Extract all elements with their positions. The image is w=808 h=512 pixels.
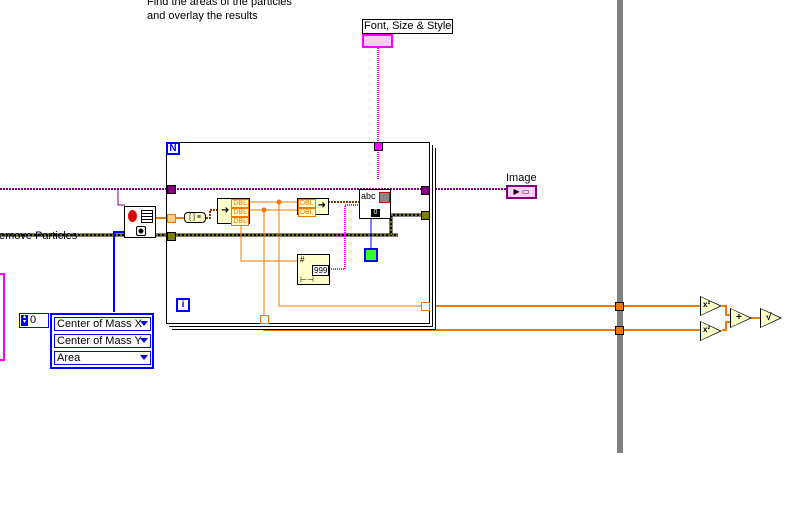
dropdown-arrow-icon: [140, 321, 148, 326]
particle-tunnel-out: [421, 211, 430, 220]
comment-line-2: and overlay the results: [147, 10, 258, 22]
measurement-ring-3[interactable]: Area: [54, 351, 151, 365]
dbl-input-2: DBL: [298, 208, 316, 217]
measurement-array[interactable]: Center of Mass X Center of Mass Y Area: [50, 313, 154, 369]
sequence-tunnel-1: [615, 302, 624, 311]
number-to-string-node[interactable]: # 999 ⊢⊣: [297, 254, 330, 285]
overlay-text-node[interactable]: abc 0: [359, 189, 391, 219]
image-branch-wire: [117, 189, 125, 206]
dropdown-arrow-icon: [140, 355, 148, 360]
image-icon: [379, 192, 390, 203]
ring-value: Area: [57, 352, 81, 364]
remove-particles-label: emove Particles: [0, 230, 78, 242]
overlay-index: 0: [371, 209, 380, 217]
square-node-2[interactable]: x²: [700, 321, 722, 341]
record-icon: [136, 226, 146, 236]
increment-icon[interactable]: ▴▾: [21, 314, 28, 326]
dbl-input-1: DBL: [298, 199, 316, 208]
array-index-control[interactable]: ▴▾ 0: [19, 313, 49, 328]
hash-icon: #: [300, 255, 305, 264]
dropdown-arrow-icon: [140, 338, 148, 343]
image-indicator-label: Image: [506, 172, 537, 184]
add-label: +: [736, 312, 742, 323]
particle-tunnel: [167, 232, 176, 241]
font-control-terminal[interactable]: [362, 34, 393, 48]
measurement-wire: [113, 231, 125, 312]
image-control-edge[interactable]: [0, 273, 5, 361]
font-tunnel: [374, 142, 383, 151]
bundle-node[interactable]: DBL DBL ➜: [297, 198, 329, 217]
diagram-comment: Find the areas of the particles and over…: [147, 0, 292, 23]
comment-line-1: Find the areas of the particles: [147, 0, 292, 8]
measurement-ring-2[interactable]: Center of Mass Y: [54, 334, 151, 348]
table-icon: [141, 210, 153, 223]
ring-value: Center of Mass Y: [57, 335, 142, 347]
width-icon: ⊢⊣: [300, 275, 314, 284]
dbl-output-3: DBL: [231, 217, 249, 226]
particle-analysis-node[interactable]: [124, 206, 156, 238]
loop-count-terminal: N: [166, 142, 180, 155]
add-node[interactable]: +: [730, 308, 752, 328]
array-index-tunnel: [167, 214, 176, 223]
arrow-icon: ➜: [221, 205, 230, 216]
particle-icon: [128, 210, 137, 222]
dbl-output-2: DBL: [231, 208, 249, 217]
sequence-tunnel-2: [615, 326, 624, 335]
loop-iteration-terminal: i: [176, 298, 190, 312]
index-tunnel-y: [260, 315, 269, 324]
index-tunnel-x: [421, 302, 430, 311]
image-tunnel-out: [421, 186, 430, 195]
ring-value: Center of Mass X: [57, 318, 142, 330]
boolean-constant[interactable]: [364, 248, 378, 262]
overlay-text-label: abc: [361, 191, 376, 201]
font-control-label: Font, Size & Style: [362, 19, 454, 34]
square-node-1[interactable]: x²: [700, 296, 722, 316]
dbl-output-1: DBL: [231, 199, 249, 208]
measurement-ring-1[interactable]: Center of Mass X: [54, 317, 151, 331]
sqrt-node[interactable]: √: [760, 308, 782, 328]
unbundle-node[interactable]: ➜ DBL DBL DBL: [217, 198, 250, 226]
image-indicator-terminal[interactable]: ▶ ▭: [506, 185, 537, 199]
array-index-value[interactable]: 0: [30, 314, 37, 326]
array-to-cluster-node[interactable]: [ ] ≡: [184, 212, 206, 223]
bundle-arrow-icon: ➜: [317, 200, 326, 211]
image-tunnel-in: [167, 185, 176, 194]
square-label: x²: [703, 300, 711, 309]
sqrt-label: √: [766, 312, 772, 323]
string-value: 999: [312, 265, 330, 276]
sequence-frame-border: [617, 0, 623, 453]
for-loop[interactable]: [166, 142, 430, 324]
square-label: x²: [703, 325, 711, 334]
